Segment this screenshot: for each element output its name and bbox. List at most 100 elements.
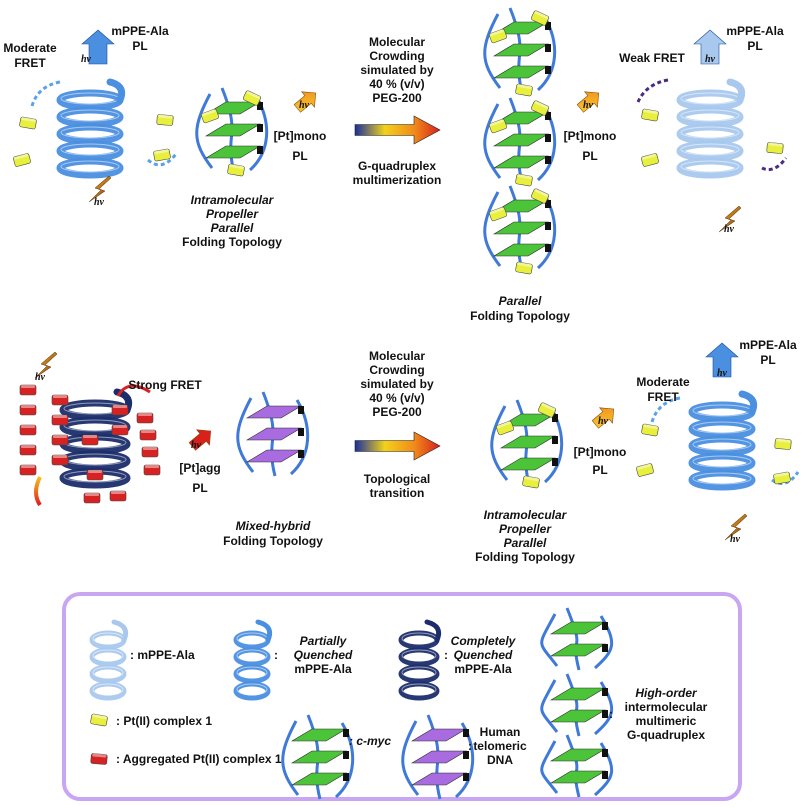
mppe-pl-label-2: PL <box>760 353 775 367</box>
multimer-caption-2: Folding Topology <box>470 309 570 323</box>
crowding-label: Molecular <box>369 35 425 49</box>
chip-shine <box>534 188 549 197</box>
hv-label: hv <box>299 100 310 111</box>
lightning-icon <box>718 205 742 233</box>
legend-pt-icon <box>90 713 108 727</box>
strong-fret-label: Strong FRET <box>128 378 202 392</box>
cmyc-caption: Intramolecular <box>484 508 568 522</box>
chip-body <box>636 463 654 477</box>
process-arrow <box>354 431 441 461</box>
hv-label: hv <box>81 54 92 65</box>
hv-label: hv <box>717 368 728 379</box>
legend-complete-label-3: mPPE-Ala <box>454 662 512 676</box>
chip-shine <box>642 153 657 160</box>
aggregated-pt-icon <box>83 492 101 504</box>
chip-shine <box>138 413 152 416</box>
chip-shine <box>246 90 261 99</box>
chip-body <box>530 188 550 204</box>
process-arrow-icon <box>354 115 441 145</box>
coil-highlight <box>680 143 740 156</box>
mppe-coil <box>676 78 746 179</box>
crowding-label-2: Crowding <box>369 363 424 377</box>
lightning-icon <box>88 175 112 203</box>
dna-backbone <box>565 673 581 737</box>
chip-body <box>766 142 784 154</box>
chip-shine <box>53 455 67 458</box>
pl-arrow <box>591 407 615 429</box>
tetrad-edge <box>545 66 551 74</box>
chip-body <box>19 404 37 416</box>
g-tetrad <box>492 65 550 79</box>
multimer-caption: Parallel <box>499 294 542 308</box>
legend-mppe-label: : mPPE-Ala <box>130 648 195 662</box>
chip-body <box>641 153 659 167</box>
chip-body <box>522 475 540 489</box>
tetrad-edge <box>343 773 349 781</box>
dna-backbone <box>483 191 502 267</box>
tetrad-edge <box>602 749 608 757</box>
fret-arrow <box>116 384 151 397</box>
chip-body <box>13 153 31 167</box>
chip-shine <box>534 100 549 109</box>
legend-colon: : <box>468 739 472 753</box>
emission-arrow <box>705 342 739 378</box>
g-tetrad <box>245 427 303 441</box>
g-tetrad <box>499 435 557 449</box>
aggregated-pt-icon <box>19 444 37 456</box>
chip-body <box>51 394 69 406</box>
g-tetrad <box>410 728 468 742</box>
chip-body <box>19 116 37 130</box>
dna-backbone <box>540 679 559 733</box>
tetrad-edge <box>545 156 551 164</box>
legend-cmyc-label: : c-myc <box>349 734 391 748</box>
coil-highlight <box>60 160 120 173</box>
hv-label: hv <box>598 416 609 427</box>
tetrad-edge <box>545 134 551 142</box>
pt-complex <box>530 10 550 26</box>
emission-arrow <box>81 29 115 65</box>
legend-mppe-coil <box>89 619 129 701</box>
hybrid-caption: Mixed-hybrid <box>236 519 311 533</box>
tetrad-edge <box>343 751 349 759</box>
coil-highlight <box>60 143 120 156</box>
chip-body <box>515 83 533 97</box>
pt-agg-label: [Pt]agg <box>179 461 220 475</box>
dna-backbone <box>236 397 255 473</box>
chip-shine <box>496 421 511 429</box>
chip-body <box>537 402 557 418</box>
tetrad-edge <box>257 124 263 132</box>
process-arrow <box>354 115 441 145</box>
g-tetrad <box>492 243 550 257</box>
g-tetrad <box>290 772 348 786</box>
tetrad-edge <box>602 688 608 696</box>
cmyc-caption-3: Parallel <box>504 536 547 550</box>
chip-body <box>773 471 791 485</box>
pt-complex <box>515 173 533 187</box>
lightning-icon <box>34 351 58 379</box>
aggregated-pt-icon <box>111 404 129 416</box>
aggregated-pt-icon <box>19 464 37 476</box>
lightning-icon <box>34 351 58 379</box>
aggregated-pt-icon <box>81 434 99 446</box>
fret-arrow-icon <box>116 384 151 397</box>
coil-highlight <box>401 683 437 696</box>
pt-complex-icon <box>636 463 654 477</box>
hv-label: hv <box>724 224 735 235</box>
coil-highlight <box>236 649 268 662</box>
chip-body <box>530 10 550 26</box>
g-tetrad <box>290 728 348 742</box>
chip-shine <box>643 109 658 115</box>
pt-complex-icon <box>156 114 174 126</box>
tetrad-edge <box>545 44 551 52</box>
chip-shine <box>21 465 35 468</box>
process-label-2: multimerization <box>353 173 442 187</box>
crowding-label-4: 40 % (v/v) <box>369 77 424 91</box>
hv-label: hv <box>583 100 594 111</box>
pt-complex <box>489 118 507 134</box>
legend-multimer-label-4: G-quadruplex <box>627 728 705 742</box>
aggregated-pt-icon <box>19 424 37 436</box>
pt-complex-icon <box>773 471 791 485</box>
aggregated-pt-icon <box>143 464 161 476</box>
chip-body <box>19 464 37 476</box>
